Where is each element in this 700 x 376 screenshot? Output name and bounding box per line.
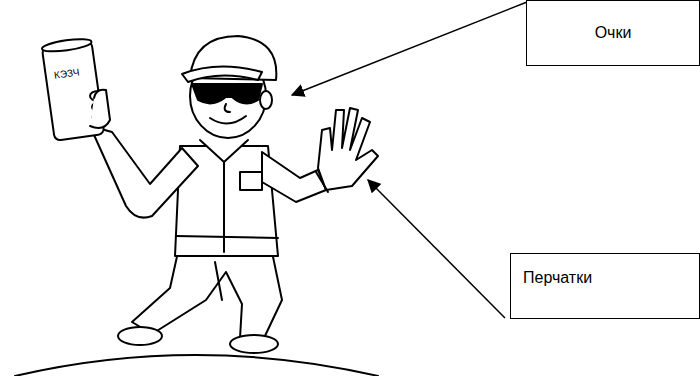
leg-seam bbox=[215, 262, 222, 300]
pocket bbox=[240, 172, 262, 190]
ear bbox=[260, 91, 272, 109]
shoe bbox=[118, 327, 162, 345]
callout-text: Очки bbox=[527, 23, 699, 43]
legs bbox=[132, 252, 282, 338]
hand bbox=[90, 90, 110, 128]
glove bbox=[318, 108, 378, 190]
belt-line bbox=[176, 236, 278, 238]
can-top bbox=[41, 37, 92, 54]
shoe bbox=[230, 335, 278, 353]
can-label: КЭЗЧ bbox=[53, 66, 80, 80]
sleeve bbox=[90, 126, 198, 218]
sleeve bbox=[262, 152, 326, 202]
callout-box: Очки bbox=[526, 0, 700, 66]
nose bbox=[225, 104, 230, 112]
collar bbox=[200, 140, 248, 162]
callout-text: Перчатки bbox=[523, 268, 699, 288]
glove-cuff bbox=[316, 172, 328, 192]
cap-brim bbox=[182, 66, 262, 82]
leader-line bbox=[292, 2, 527, 95]
worker-figure bbox=[15, 36, 378, 376]
ground-arc bbox=[15, 355, 378, 376]
callout-box: Перчатки bbox=[510, 253, 700, 319]
smile bbox=[210, 116, 246, 124]
leader-line bbox=[368, 180, 505, 318]
sunglasses bbox=[192, 84, 262, 103]
